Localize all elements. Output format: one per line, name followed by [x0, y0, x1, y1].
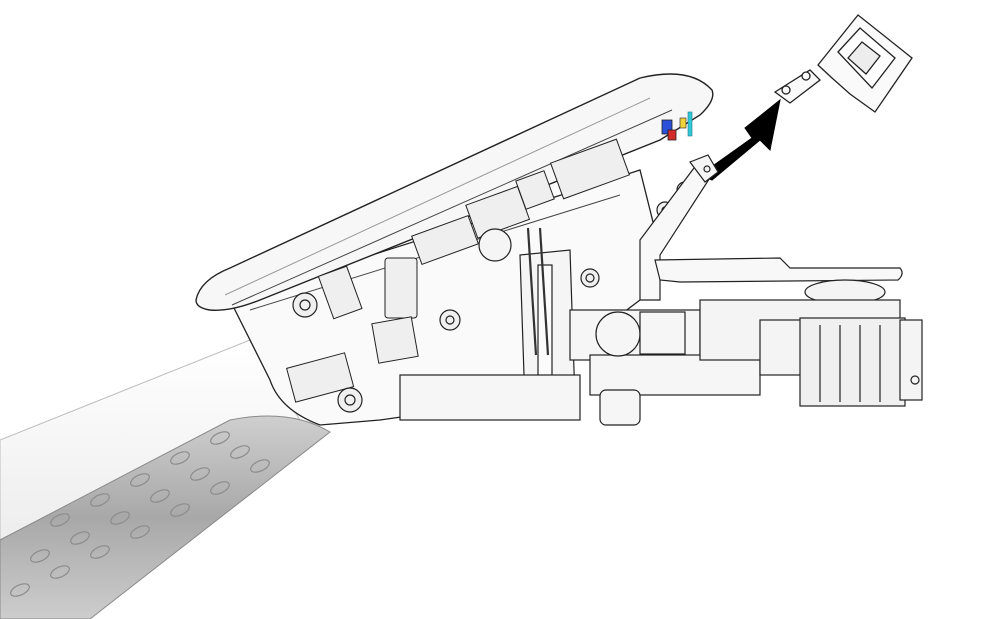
trigger-lever: [478, 227, 576, 406]
lower-chassis: [399, 309, 761, 426]
colored-components: [661, 111, 693, 141]
detached-clip-part: [773, 14, 913, 113]
link-tab: [689, 154, 719, 183]
arrow-removal-icon: [698, 98, 781, 181]
motor-head: [699, 279, 923, 407]
top-lid: [195, 73, 714, 311]
rubber-grip: [0, 415, 331, 619]
mounting-bracket: [639, 159, 903, 301]
internal-components: [286, 138, 631, 403]
